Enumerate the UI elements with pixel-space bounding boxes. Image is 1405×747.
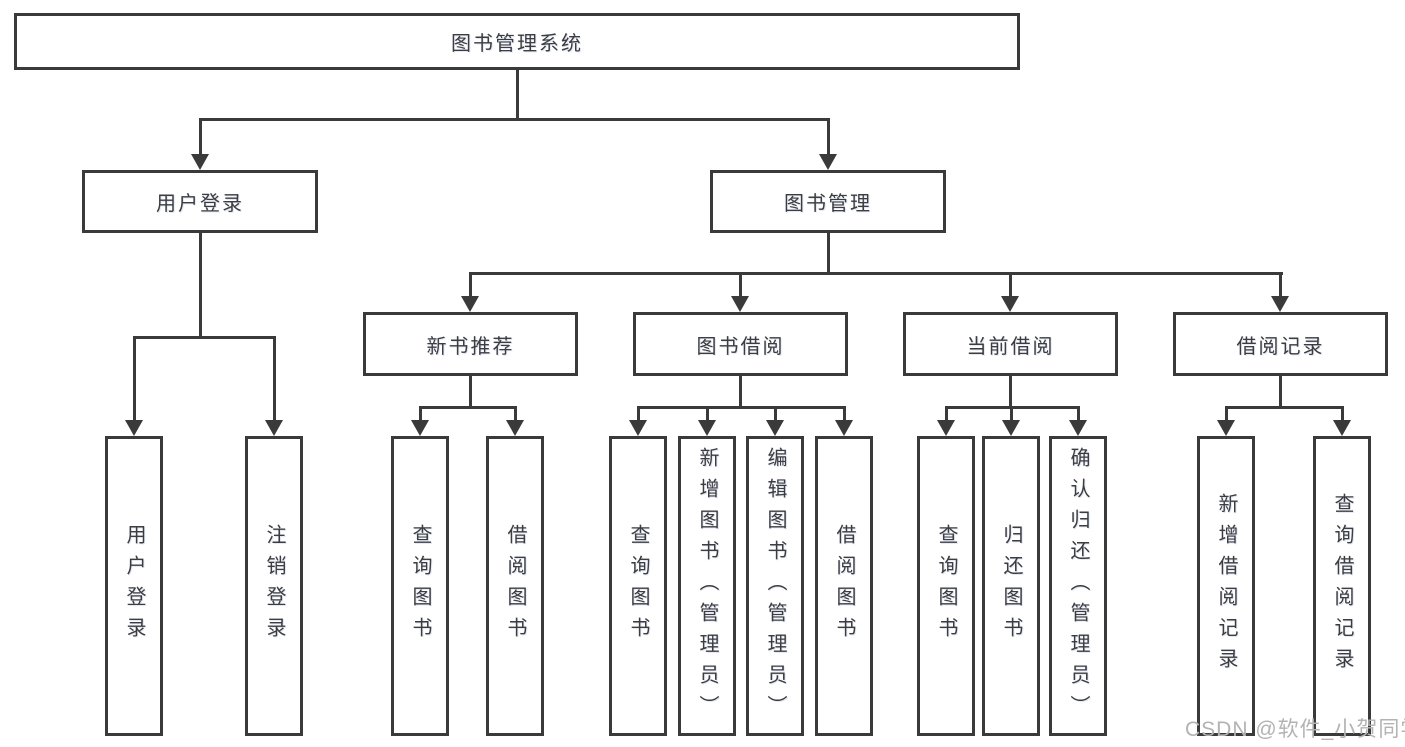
leaf-borrow-add: 新增图书（管理员）	[678, 436, 736, 736]
arrowhead-icon	[698, 420, 716, 436]
arrowhead-icon	[1217, 420, 1235, 436]
arrowhead-icon	[819, 154, 837, 170]
csdn-watermark: CSDN @软件_小贺同学	[1185, 718, 1405, 741]
edge-user-login-stem	[198, 233, 202, 336]
node-user-login-label: 用户登录	[156, 193, 244, 215]
edge-book-borrow-stem	[738, 376, 742, 409]
leaf-current-return: 归还图书	[982, 436, 1040, 736]
leaf-borrow-query-label: 查询图书	[627, 524, 649, 648]
leaf-current-confirm: 确认归还（管理员）	[1049, 436, 1107, 736]
edge-leaf-stub	[944, 406, 948, 422]
edge-borrow-records-rail	[1224, 406, 1344, 409]
edge-user-login-rail	[132, 336, 276, 339]
edge-borrow-records-stem	[1278, 376, 1282, 409]
edge-to-leaf-logout	[272, 336, 276, 422]
arrowhead-icon	[731, 296, 749, 312]
edge-current-borrow-stem	[1008, 376, 1012, 409]
leaf-newbook-query-label: 查询图书	[409, 524, 431, 648]
leaf-records-query-label: 查询借阅记录	[1331, 493, 1353, 679]
edge-new-book-rail	[418, 406, 517, 409]
edge-leaf-stub	[418, 406, 422, 422]
edge-to-new-book	[468, 272, 472, 298]
arrowhead-icon	[766, 420, 784, 436]
edge-book-borrow-rail	[636, 406, 846, 409]
leaf-logout-label: 注销登录	[263, 524, 285, 648]
leaf-user-login: 用户登录	[105, 436, 163, 736]
leaf-borrow-query: 查询图书	[609, 436, 667, 736]
edge-leaf-stub	[513, 406, 517, 422]
node-book-borrow: 图书借阅	[633, 312, 848, 376]
node-new-book-recommend: 新书推荐	[363, 312, 578, 376]
leaf-current-return-label: 归还图书	[1000, 524, 1022, 648]
node-new-book-recommend-label: 新书推荐	[426, 335, 515, 358]
node-book-borrow-label: 图书借阅	[696, 335, 785, 358]
leaf-logout: 注销登录	[245, 436, 303, 736]
arrowhead-icon	[937, 420, 955, 436]
leaf-current-confirm-label: 确认归还（管理员）	[1067, 446, 1089, 726]
node-current-borrow-label: 当前借阅	[966, 335, 1055, 358]
edge-to-leaf-login	[132, 336, 136, 422]
arrowhead-icon	[1333, 420, 1351, 436]
edge-to-book-borrow	[738, 272, 742, 298]
edge-to-current-borrow	[1008, 272, 1012, 298]
node-borrow-records: 借阅记录	[1173, 312, 1388, 376]
edge-leaf-stub	[705, 406, 709, 422]
arrowhead-icon	[411, 420, 429, 436]
leaf-records-add-label: 新增借阅记录	[1215, 493, 1237, 679]
edge-leaf-stub	[1224, 406, 1228, 422]
leaf-user-login-label: 用户登录	[123, 524, 145, 648]
edge-to-user-login	[198, 118, 202, 156]
node-current-borrow: 当前借阅	[903, 312, 1118, 376]
edge-level2-rail	[468, 272, 1283, 275]
node-borrow-records-label: 借阅记录	[1236, 335, 1325, 358]
leaf-borrow-edit: 编辑图书（管理员）	[746, 436, 804, 736]
leaf-newbook-borrow-label: 借阅图书	[504, 524, 526, 648]
edge-root-stem	[515, 70, 519, 118]
node-root: 图书管理系统	[14, 13, 1020, 70]
node-root-label: 图书管理系统	[451, 33, 583, 55]
leaf-current-query-label: 查询图书	[935, 524, 957, 648]
arrowhead-icon	[1271, 296, 1289, 312]
node-book-management: 图书管理	[710, 170, 946, 233]
arrowhead-icon	[1001, 296, 1019, 312]
leaf-borrow-add-label: 新增图书（管理员）	[696, 446, 718, 726]
arrowhead-icon	[1069, 420, 1087, 436]
arrowhead-icon	[461, 296, 479, 312]
edge-leaf-stub	[773, 406, 777, 422]
arrowhead-icon	[835, 420, 853, 436]
leaf-newbook-query: 查询图书	[391, 436, 449, 736]
leaf-current-query: 查询图书	[917, 436, 975, 736]
arrowhead-icon	[265, 420, 283, 436]
leaf-borrow-borrow-label: 借阅图书	[833, 524, 855, 648]
arrowhead-icon	[125, 420, 143, 436]
arrowhead-icon	[629, 420, 647, 436]
node-book-management-label: 图书管理	[784, 193, 872, 215]
leaf-newbook-borrow: 借阅图书	[486, 436, 544, 736]
arrowhead-icon	[506, 420, 524, 436]
node-user-login: 用户登录	[82, 170, 318, 233]
edge-to-book-management	[826, 118, 830, 156]
edge-level1-rail	[198, 118, 830, 121]
arrowhead-icon	[191, 154, 209, 170]
leaf-records-add: 新增借阅记录	[1197, 436, 1255, 736]
edge-leaf-stub	[842, 406, 846, 422]
edge-leaf-stub	[636, 406, 640, 422]
edge-new-book-stem	[468, 376, 472, 409]
edge-book-management-stem	[826, 233, 830, 274]
edge-leaf-stub	[1009, 406, 1013, 422]
leaf-records-query: 查询借阅记录	[1313, 436, 1371, 736]
edge-leaf-stub	[1340, 406, 1344, 422]
leaf-borrow-borrow: 借阅图书	[815, 436, 873, 736]
edge-leaf-stub	[1076, 406, 1080, 422]
edge-to-borrow-records	[1278, 272, 1282, 298]
leaf-borrow-edit-label: 编辑图书（管理员）	[764, 446, 786, 726]
arrowhead-icon	[1002, 420, 1020, 436]
